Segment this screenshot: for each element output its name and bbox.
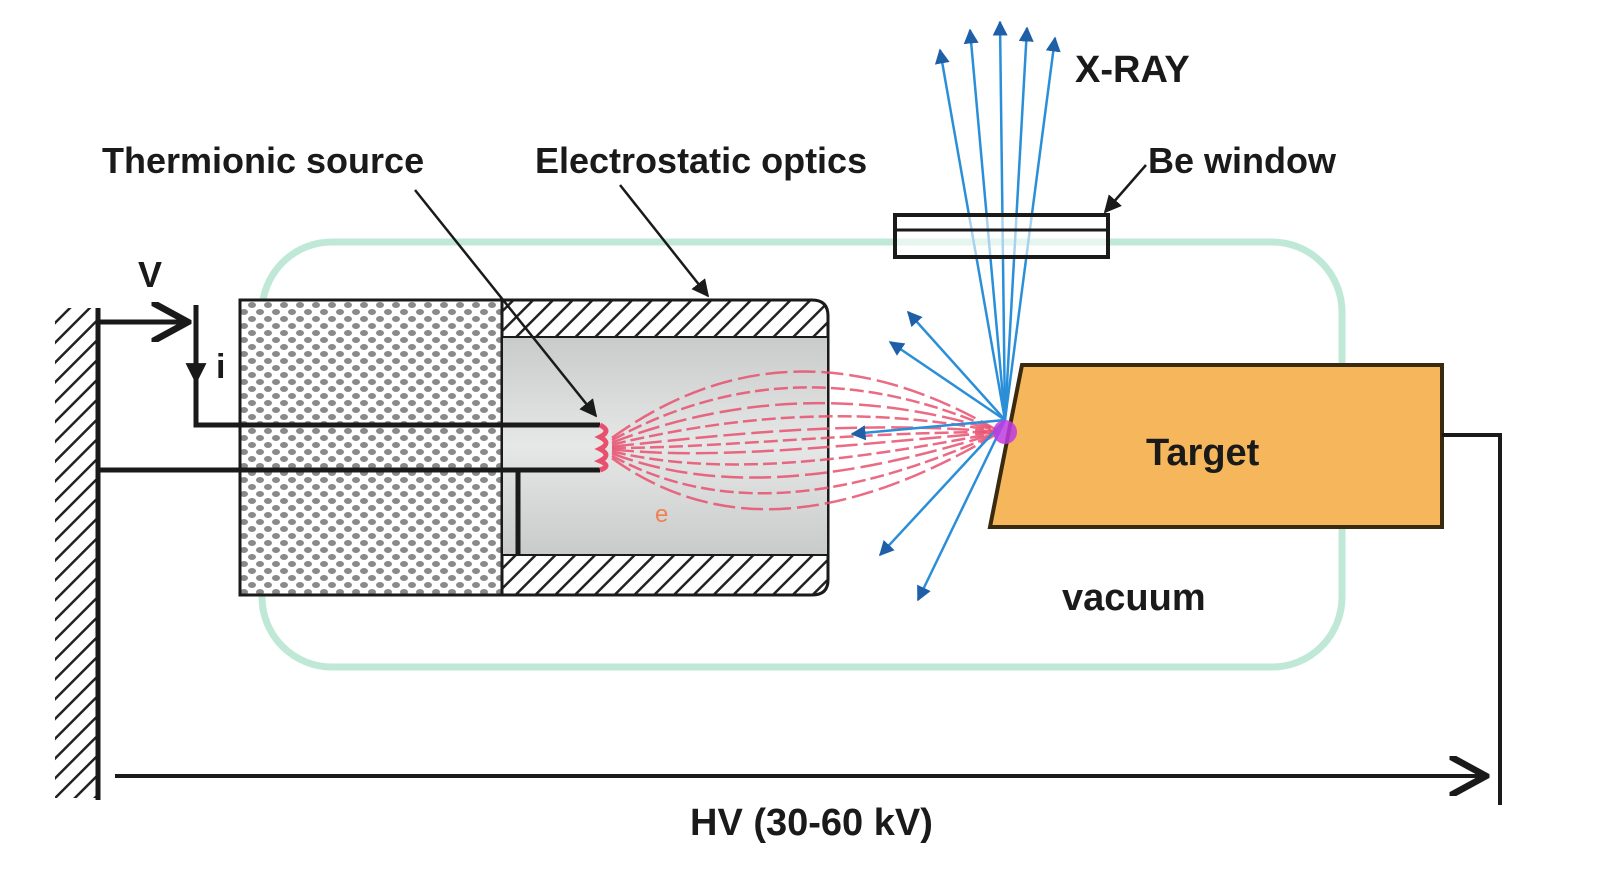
electron-trajectory <box>611 430 1001 466</box>
be-window-leader <box>1103 164 1147 214</box>
electrostatic-optics-label: Electrostatic optics <box>535 140 867 181</box>
target-label: Target <box>1146 432 1260 474</box>
electron-trajectory <box>611 401 1001 444</box>
target-anode <box>987 363 1444 529</box>
electron-trajectory <box>611 386 1001 442</box>
electron-trajectory <box>611 430 1001 495</box>
thermionic-source-label: Thermionic source <box>102 140 424 181</box>
electron-trajectory <box>611 430 1001 479</box>
current-label: i <box>216 348 225 386</box>
electron-beam <box>611 370 1001 511</box>
xray-ray <box>850 418 1006 441</box>
xray-ray <box>906 310 1006 421</box>
be-window-label: Be window <box>1148 140 1337 181</box>
be-window <box>893 213 1110 259</box>
electrostatic-optics-leader <box>619 184 710 298</box>
voltage-label: V <box>138 254 162 295</box>
electrostatic-optics <box>500 298 830 597</box>
focal-spot <box>993 420 1017 444</box>
vacuum-label: vacuum <box>1062 577 1206 619</box>
electron-trajectory <box>611 430 1001 450</box>
high-voltage-label: HV (30-60 kV) <box>690 802 933 844</box>
xray-ray <box>888 340 1006 422</box>
xray-ray <box>916 419 1007 602</box>
hv-circuit <box>1442 433 1502 805</box>
filament-coil <box>594 422 609 473</box>
thermionic-source-leader <box>414 189 598 418</box>
xray-ray <box>878 419 1006 557</box>
electron-trajectory <box>611 414 1001 446</box>
electron-trajectory <box>611 430 1001 455</box>
electron-label: e <box>655 501 668 528</box>
electron-trajectory <box>611 370 1001 439</box>
electron-trajectory <box>611 430 1001 511</box>
insulator-block <box>238 298 504 597</box>
xray-label: X-RAY <box>1075 49 1190 91</box>
ground-wall <box>55 308 101 800</box>
electron-trajectory <box>611 426 1001 448</box>
